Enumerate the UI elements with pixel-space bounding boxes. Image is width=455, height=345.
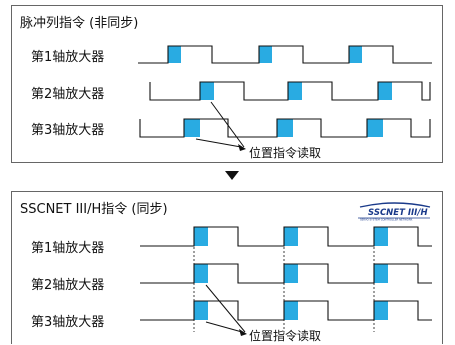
async-row-label-axis2: 第2轴放大器 xyxy=(31,87,105,102)
sscnet-logo-text: SSCNET III/H xyxy=(368,208,428,218)
sync-panel: SSCNET III/H指令 (同步) 第1轴放大器 第2轴放大器 第3轴放大器… xyxy=(11,191,443,344)
sync-axis2-wave-line xyxy=(140,263,432,284)
sync-axis2-wave-block-2 xyxy=(284,264,298,283)
async-row-label-axis3: 第3轴放大器 xyxy=(31,123,105,138)
sync-axis3-wave-block-3 xyxy=(374,301,388,320)
sync-pointer-a xyxy=(205,284,246,333)
sync-pointer-b xyxy=(205,321,243,333)
async-axis3-wave-block-3 xyxy=(367,119,383,137)
sync-row-label-axis2: 第2轴放大器 xyxy=(31,278,105,293)
sync-axis1-wave-line xyxy=(140,226,432,247)
async-pointer-a xyxy=(210,101,245,148)
async-axis1-wave-block-3 xyxy=(349,46,362,63)
sync-row-label-axis1: 第1轴放大器 xyxy=(31,241,105,256)
sscnet-logo-subtext: SERVO SYSTEM CONTROLLER NETWORK xyxy=(360,218,413,222)
sync-timing-diagram xyxy=(140,226,432,336)
async-pointer-arrowhead xyxy=(238,144,246,151)
sync-axis1-wave-block-1 xyxy=(194,227,208,246)
async-axis2-wave-block-3 xyxy=(378,82,392,100)
async-position-read-label: 位置指令读取 xyxy=(249,146,322,160)
sync-panel-title: SSCNET III/H指令 (同步) xyxy=(20,202,168,217)
down-triangle-icon xyxy=(225,171,239,180)
async-axis2-wave-line xyxy=(149,81,431,101)
sync-axis3-wave-line xyxy=(140,300,432,321)
async-panel-title: 脉冲列指令 (非同步) xyxy=(20,16,139,31)
sync-axis1-wave-block-3 xyxy=(374,227,388,246)
sync-axis2-wave-block-1 xyxy=(194,264,208,283)
async-axis1-wave-block-1 xyxy=(168,46,181,63)
async-axis1-wave-line xyxy=(138,45,432,64)
sync-axis2-wave-block-3 xyxy=(374,264,388,283)
sync-axis3-wave-block-2 xyxy=(284,301,298,320)
async-row-label-axis1: 第1轴放大器 xyxy=(31,50,105,65)
sync-pointer-arrowhead xyxy=(239,329,247,336)
async-axis3-wave-block-1 xyxy=(184,119,200,137)
async-axis2-wave-block-2 xyxy=(288,82,302,100)
sync-row-label-axis3: 第3轴放大器 xyxy=(31,315,105,330)
async-axis3-wave-line xyxy=(139,118,431,138)
async-axis2-wave-block-1 xyxy=(200,82,214,100)
sync-axis1-wave-block-2 xyxy=(284,227,298,246)
sync-position-read-label: 位置指令读取 xyxy=(249,329,322,343)
async-pointer-b xyxy=(195,138,242,148)
async-axis1-wave-block-2 xyxy=(259,46,272,63)
sscnet-logo: SSCNET III/H SERVO SYSTEM CONTROLLER NET… xyxy=(358,202,431,222)
async-axis3-wave-block-2 xyxy=(277,119,293,137)
sync-axis3-wave-block-1 xyxy=(194,301,208,320)
async-panel: 脉冲列指令 (非同步) 第1轴放大器 第2轴放大器 第3轴放大器 位置指令读取 xyxy=(11,5,443,163)
async-timing-diagram xyxy=(138,45,432,151)
